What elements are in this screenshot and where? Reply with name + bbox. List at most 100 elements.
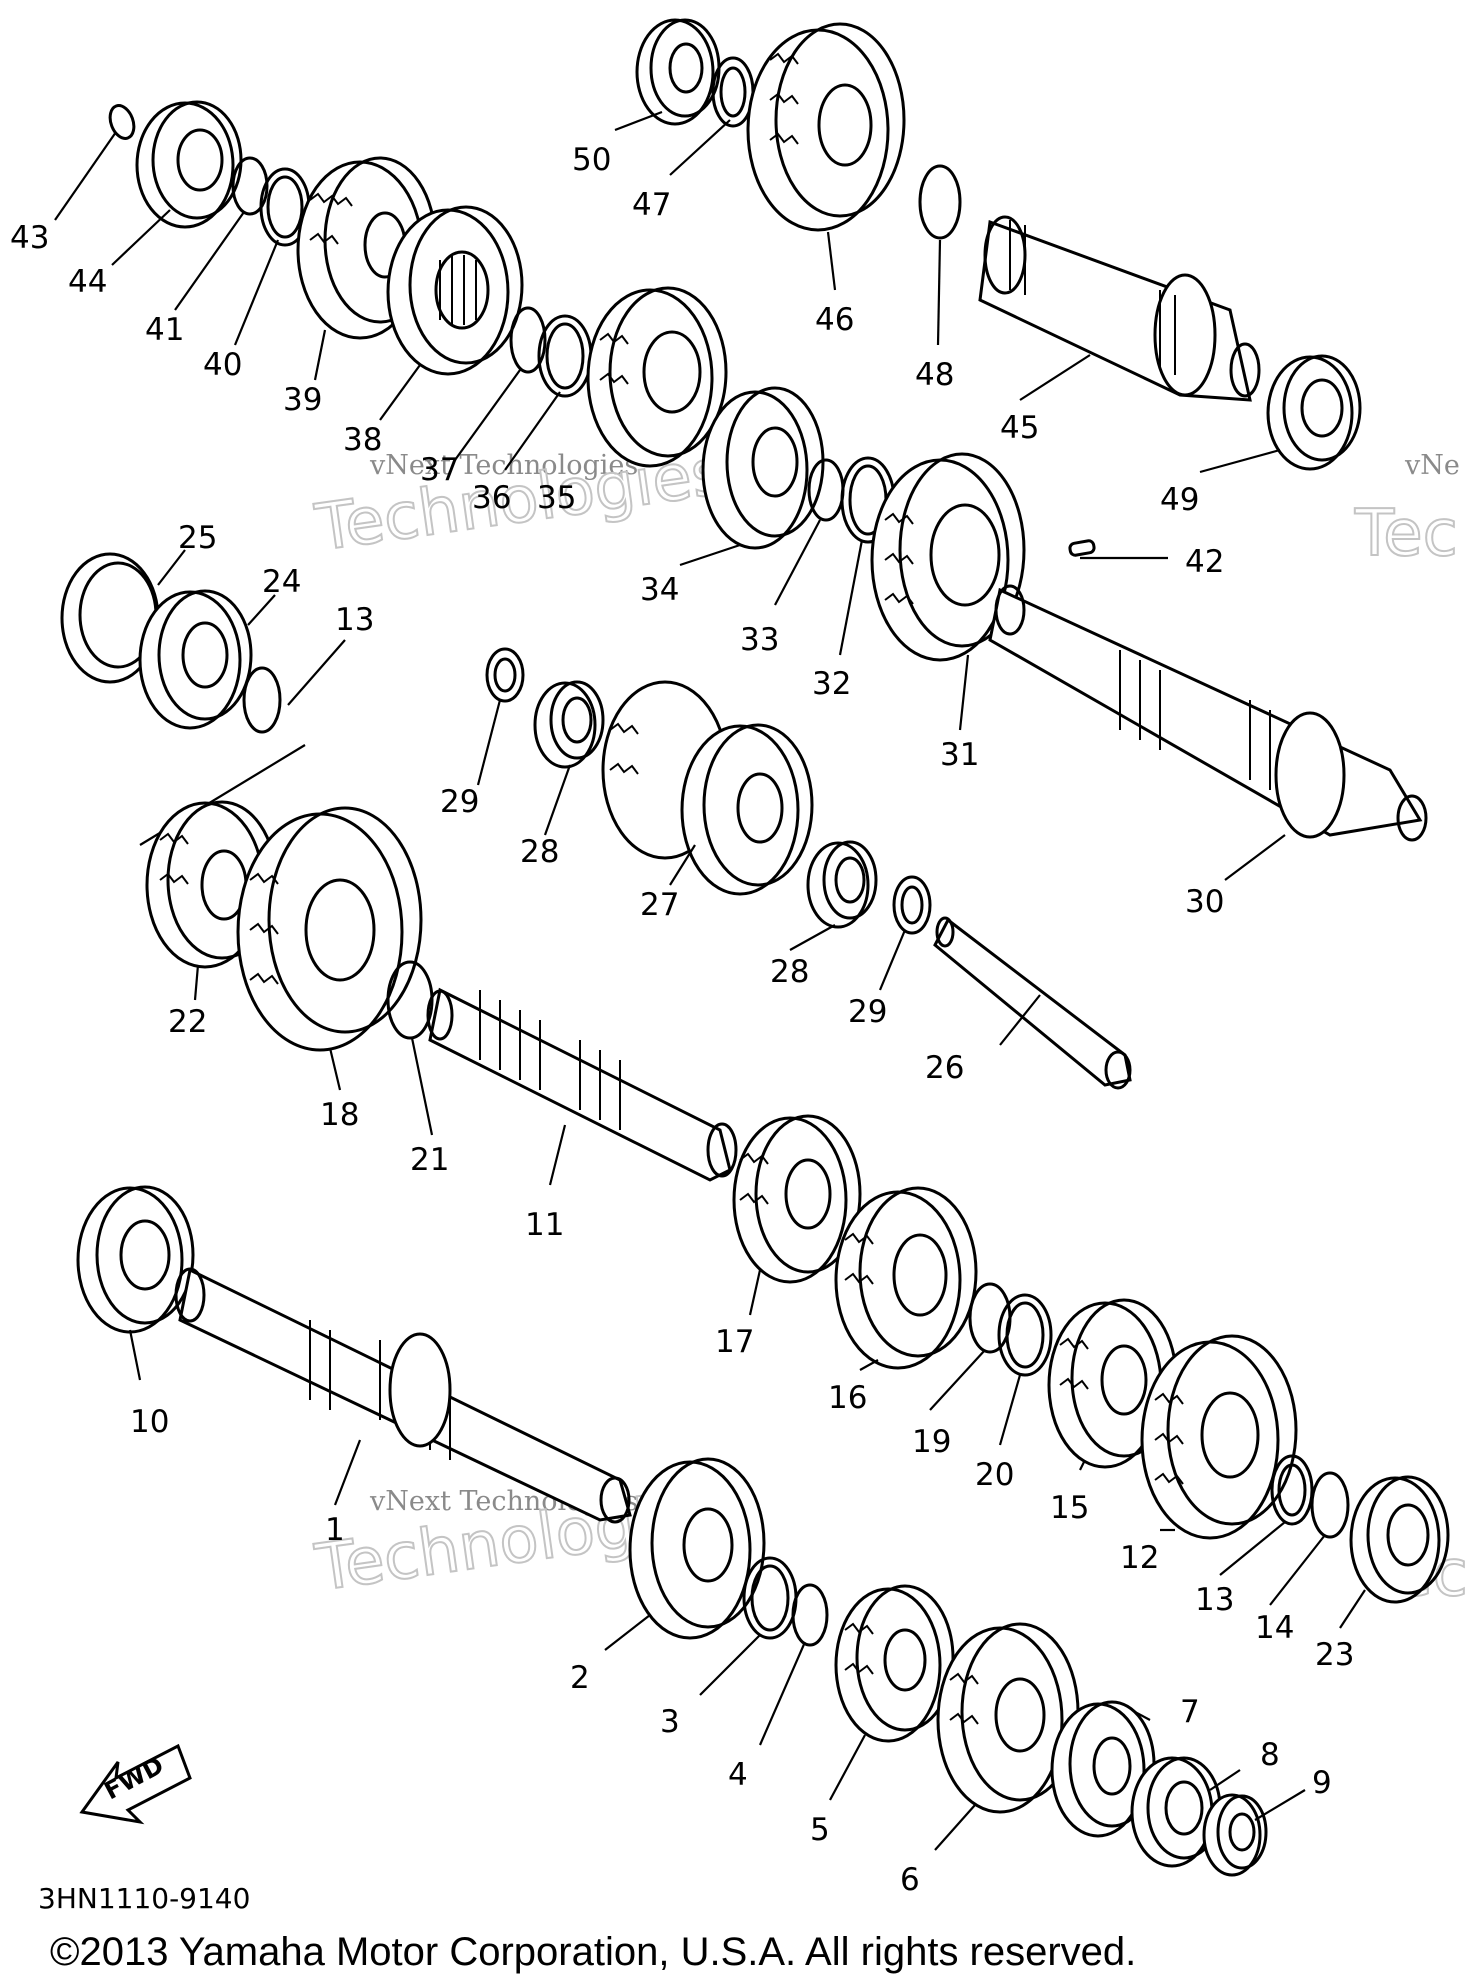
part-label-42: 42 xyxy=(1185,544,1224,580)
gear-upper-mid xyxy=(586,286,728,468)
circlip-33 xyxy=(807,458,845,522)
part-label-28b: 28 xyxy=(770,954,809,990)
part-label-9: 9 xyxy=(1312,1765,1332,1801)
bearing-24 xyxy=(138,589,253,730)
circlip-41 xyxy=(231,156,269,216)
part-label-2: 2 xyxy=(570,1660,590,1696)
part-label-29: 29 xyxy=(440,784,479,820)
part-label-13b: 13 xyxy=(1195,1582,1234,1618)
part-label-24: 24 xyxy=(262,564,301,600)
circlip-4 xyxy=(791,1583,829,1647)
part-label-36: 36 xyxy=(472,480,511,516)
part-label-44: 44 xyxy=(68,264,107,300)
part-label-15: 15 xyxy=(1050,1490,1089,1526)
washer-47 xyxy=(711,56,755,128)
leader-lines xyxy=(54,110,1366,1851)
part-label-48: 48 xyxy=(915,357,954,393)
part-label-25: 25 xyxy=(178,520,217,556)
part-label-26: 26 xyxy=(925,1050,964,1086)
part-label-17: 17 xyxy=(715,1324,754,1360)
shaft-45 xyxy=(978,215,1261,402)
part-label-16: 16 xyxy=(828,1380,867,1416)
part-label-46: 46 xyxy=(815,302,854,338)
part-label-39: 39 xyxy=(283,382,322,418)
part-label-49: 49 xyxy=(1160,482,1199,518)
bearing-44 xyxy=(135,100,243,229)
circlip-21 xyxy=(386,960,434,1040)
part-label-40: 40 xyxy=(203,347,242,383)
part-label-27: 27 xyxy=(640,887,679,923)
part-label-20: 20 xyxy=(975,1457,1014,1493)
gear-18 xyxy=(236,806,423,1052)
watermark-text: vNe xyxy=(1404,450,1460,481)
bearing-28-lower xyxy=(806,840,878,929)
washer-13-lower xyxy=(1270,1454,1314,1526)
part-label-37: 37 xyxy=(420,452,459,488)
part-label-8: 8 xyxy=(1260,1737,1280,1773)
washer-35 xyxy=(537,314,593,398)
bearing-8 xyxy=(1130,1756,1222,1868)
countershaft-11 xyxy=(426,987,738,1182)
part-label-32: 32 xyxy=(812,666,851,702)
diagram-code: 3HN1110-9140 xyxy=(38,1882,250,1915)
gear-15 xyxy=(1047,1298,1178,1469)
part-label-30: 30 xyxy=(1185,884,1224,920)
watermark-text: vNext Technologies xyxy=(369,450,638,481)
mainshaft-30 xyxy=(988,584,1428,842)
part-label-45: 45 xyxy=(1000,410,1039,446)
gear-31 xyxy=(870,452,1026,662)
dog-gear-17 xyxy=(732,1114,862,1284)
part-label-35: 35 xyxy=(537,480,576,516)
dog-gear-2 xyxy=(628,1457,766,1640)
part-label-5: 5 xyxy=(810,1812,830,1848)
watermark-text: Tec xyxy=(1354,497,1458,571)
dog-gear-34 xyxy=(701,386,825,550)
part-label-34: 34 xyxy=(640,572,679,608)
part-label-21: 21 xyxy=(410,1142,449,1178)
washer-20 xyxy=(997,1293,1053,1377)
gear-7 xyxy=(1050,1700,1156,1838)
mainshaft-1 xyxy=(174,1267,632,1524)
shaft-26 xyxy=(933,916,1132,1090)
oil-seal-9 xyxy=(1202,1793,1268,1877)
part-label-23: 23 xyxy=(1315,1637,1354,1673)
bearing-23 xyxy=(1349,1475,1450,1604)
part-label-1: 1 xyxy=(325,1512,345,1548)
circlip-19 xyxy=(968,1282,1012,1354)
gear-16 xyxy=(834,1186,978,1370)
part-label-10: 10 xyxy=(130,1404,169,1440)
part-label-18: 18 xyxy=(320,1097,359,1133)
part-label-4: 4 xyxy=(728,1757,748,1793)
part-label-33: 33 xyxy=(740,622,779,658)
part-label-47: 47 xyxy=(632,187,671,223)
circlip-13-upper xyxy=(242,666,282,734)
part-labels: 43 44 41 40 39 38 37 36 35 50 47 46 48 4… xyxy=(10,142,1354,1898)
pin-42 xyxy=(1068,539,1096,557)
circlip-37 xyxy=(509,306,547,374)
gear-12 xyxy=(1140,1334,1298,1540)
circlip-43 xyxy=(108,104,136,140)
part-label-31: 31 xyxy=(940,737,979,773)
bearing-28-upper xyxy=(533,680,605,769)
part-label-7: 7 xyxy=(1180,1694,1200,1730)
part-label-12: 12 xyxy=(1120,1540,1159,1576)
part-label-19: 19 xyxy=(912,1424,951,1460)
part-label-14: 14 xyxy=(1255,1610,1294,1646)
bearing-49 xyxy=(1266,354,1362,471)
washer-3 xyxy=(742,1556,798,1640)
part-label-28: 28 xyxy=(520,834,559,870)
part-label-6: 6 xyxy=(900,1862,920,1898)
washer-29-upper xyxy=(485,647,525,703)
part-label-38: 38 xyxy=(343,422,382,458)
circlip-14 xyxy=(1310,1471,1350,1539)
part-label-13: 13 xyxy=(335,602,374,638)
washer-29-lower xyxy=(892,875,932,935)
fwd-arrow-icon: FWD xyxy=(79,1743,192,1825)
part-label-50: 50 xyxy=(572,142,611,178)
gear-5 xyxy=(834,1584,955,1743)
part-label-41: 41 xyxy=(145,312,184,348)
gear-38 xyxy=(386,205,524,376)
gear-46 xyxy=(746,22,906,232)
bearing-10 xyxy=(76,1185,195,1334)
